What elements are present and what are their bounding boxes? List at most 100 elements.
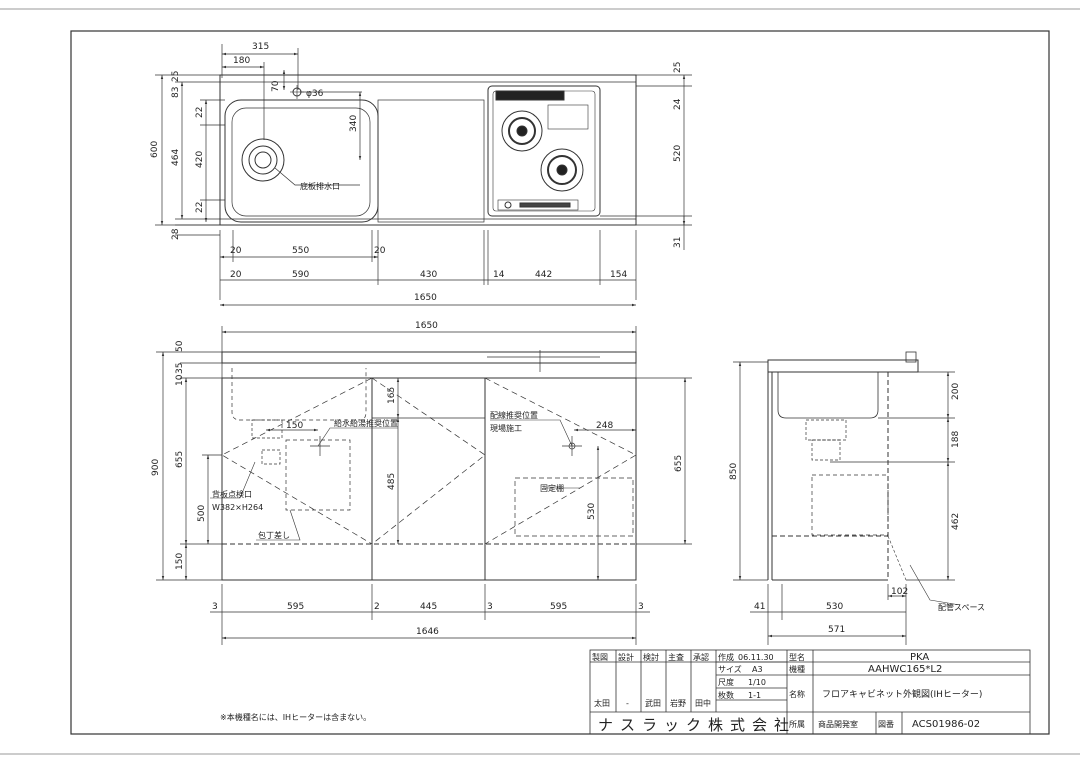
dim-530-side: 530 [826, 602, 843, 612]
dim-595-b: 595 [550, 602, 567, 612]
front-view [221, 350, 637, 581]
dim-25-right: 25 [673, 62, 683, 73]
dim-150-water: 150 [286, 421, 303, 431]
dim-20-c: 20 [230, 270, 242, 280]
dim-340: 340 [349, 115, 359, 132]
scale-label: 尺度 [718, 677, 734, 687]
wiring-site-label: 現場施工 [490, 423, 522, 433]
dim-22-top: 22 [195, 107, 205, 118]
dim-3-c: 3 [638, 602, 644, 612]
size-label: サイズ [718, 664, 742, 674]
dim-900: 900 [151, 459, 161, 476]
front-countertop [221, 351, 637, 364]
dim-phi36: φ36 [306, 89, 324, 99]
dim-20-a: 20 [230, 246, 242, 256]
dim-165: 165 [387, 387, 397, 404]
name-approval: 田中 [695, 698, 711, 708]
dim-850: 850 [729, 463, 739, 480]
wiring-position-label: 配線推奨位置 [490, 410, 538, 420]
dim-464: 464 [171, 149, 181, 166]
dim-41: 41 [754, 602, 765, 612]
company-name: ナスラック株式会社 [598, 716, 796, 734]
ih-vent [495, 90, 565, 101]
size-value: A3 [752, 665, 763, 674]
name-drafting: 太田 [594, 698, 610, 708]
drain-label: 底板排水口 [300, 181, 340, 191]
type-label: 機種 [789, 664, 805, 674]
dim-248: 248 [596, 421, 613, 431]
dim-20-b: 20 [374, 246, 386, 256]
role-review: 検討 [643, 652, 659, 662]
plan-dimension-lines [155, 44, 692, 307]
scale-value: 1/10 [748, 678, 766, 687]
fixed-shelf-label: 固定棚 [540, 483, 564, 493]
dim-315: 315 [252, 42, 269, 52]
dim-1650-front: 1650 [415, 321, 438, 331]
drawing-frame [70, 30, 1050, 735]
back-panel-size: W382×H264 [212, 503, 263, 512]
dept-value: 商品開発室 [818, 719, 858, 729]
ih-burner-left [501, 110, 543, 152]
side-dimension-lines [733, 361, 961, 645]
dim-22-bottom: 22 [195, 202, 205, 213]
knife-rack-label: 包丁差し [258, 530, 290, 540]
side-view [767, 351, 919, 581]
role-drafting: 製図 [592, 652, 608, 662]
type-value: AAHWC165*L2 [868, 664, 942, 675]
name-value: フロアキャビネット外観図(IHヒーター) [822, 688, 982, 700]
model-label: 型名 [789, 652, 805, 662]
name-chief: 岩野 [670, 698, 686, 708]
dim-520: 520 [673, 145, 683, 162]
model-note: ※本機種名には、IHヒーターは含まない。 [220, 712, 371, 722]
dim-102: 102 [891, 587, 908, 597]
dim-462: 462 [951, 513, 961, 530]
dim-600: 600 [150, 141, 160, 158]
dim-445: 445 [420, 602, 437, 612]
dim-35: 35 [175, 363, 185, 374]
dim-14: 14 [493, 270, 505, 280]
dim-188: 188 [951, 431, 961, 448]
dim-25-left: 25 [171, 71, 181, 82]
dim-442: 442 [535, 270, 552, 280]
dim-590: 590 [292, 270, 309, 280]
dim-28: 28 [171, 228, 181, 240]
role-chief: 主査 [668, 652, 684, 662]
dim-485: 485 [387, 473, 397, 490]
ih-control-panel [497, 199, 579, 211]
dim-50: 50 [175, 340, 185, 352]
sheets-value: 1-1 [748, 691, 761, 700]
dim-70: 70 [271, 80, 281, 92]
dim-180: 180 [233, 56, 250, 66]
dim-10: 10 [175, 374, 185, 386]
pipe-space-label: 配管スペース [938, 602, 985, 612]
dim-430: 430 [420, 270, 437, 280]
dim-154: 154 [610, 270, 627, 280]
water-position-label: 給水給湯推奨位置 [334, 418, 398, 428]
fixed-shelf [514, 477, 634, 537]
dim-1646: 1646 [416, 627, 439, 637]
dim-420: 420 [195, 151, 205, 168]
model-value: PKA [910, 652, 929, 663]
dim-530-front: 530 [587, 503, 597, 520]
ih-heater [487, 85, 601, 217]
cabinet-body [221, 377, 637, 581]
dim-150-left: 150 [175, 553, 185, 570]
drawing-no-label: 図番 [878, 719, 894, 729]
dim-24: 24 [673, 98, 683, 110]
dim-571: 571 [828, 625, 845, 635]
dim-3-b: 3 [487, 602, 493, 612]
dim-655-right: 655 [674, 455, 684, 472]
back-panel-label: 背板点検口 [212, 489, 252, 499]
name-design: - [626, 699, 629, 708]
dim-595-a: 595 [287, 602, 304, 612]
dim-83: 83 [171, 87, 181, 98]
role-approval: 承認 [693, 652, 709, 662]
ih-burner-right [540, 148, 584, 192]
dim-2: 2 [374, 602, 380, 612]
dim-200: 200 [951, 383, 961, 400]
dim-550: 550 [292, 246, 309, 256]
drawing-no-value: ACS01986-02 [912, 719, 980, 730]
title-block [589, 649, 1031, 735]
